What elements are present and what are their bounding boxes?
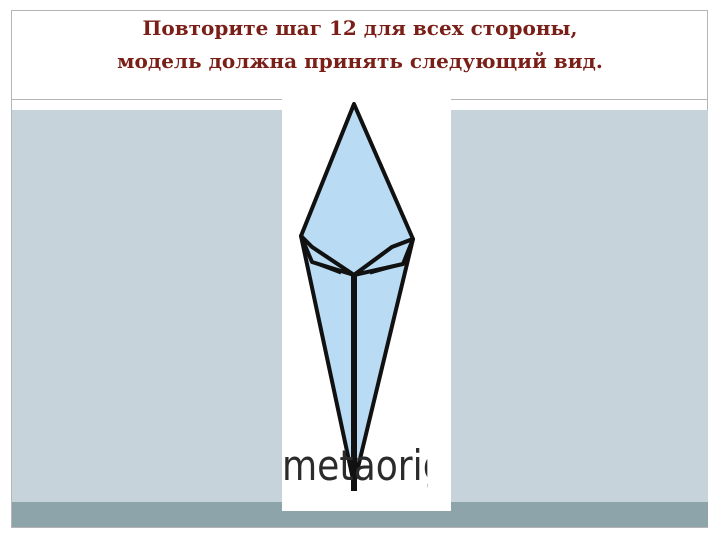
- origami-diagram: [299, 102, 415, 491]
- slide-title: Повторите шаг 12 для всех стороны, модел…: [12, 12, 708, 78]
- slide-title-line-1: Повторите шаг 12 для всех стороны,: [142, 16, 578, 40]
- right-crease: [369, 262, 404, 275]
- inner-left-fold: [311, 245, 355, 277]
- inner-right-fold: [353, 245, 393, 277]
- slide-title-line-2: модель должна принять следующий вид.: [117, 49, 603, 73]
- left-crease: [311, 260, 342, 275]
- origami-figure: metaoriga: [282, 99, 451, 511]
- watermark-text: metaoriga: [282, 442, 427, 490]
